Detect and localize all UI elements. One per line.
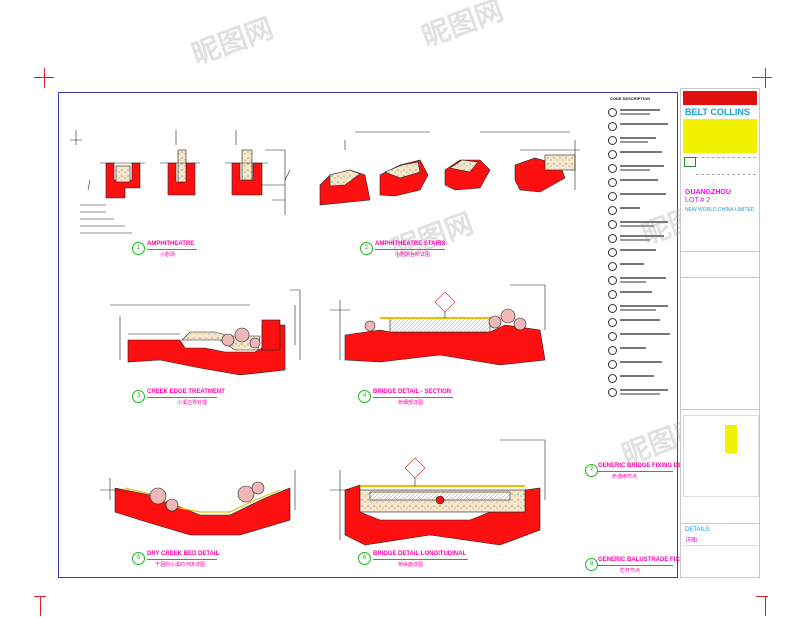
legend-row xyxy=(608,204,678,218)
detail-number: 1 xyxy=(132,242,145,255)
detail-number: 3 xyxy=(132,390,145,403)
detail-title-underline xyxy=(147,559,217,560)
detail-title: AMPHITHEATRE xyxy=(147,241,195,247)
revision-table xyxy=(683,415,759,497)
legend-row xyxy=(608,288,678,302)
firm-info-lines xyxy=(696,157,756,175)
detail-creek-edge xyxy=(110,289,301,376)
detail-title-underline xyxy=(598,471,673,472)
crop-mark-bl-v xyxy=(40,596,41,616)
detail-title-underline xyxy=(147,397,217,398)
divider xyxy=(681,523,759,524)
detail-bridge-section xyxy=(330,284,546,366)
firm-banner xyxy=(683,91,757,105)
detail-title: AMPHITHEATRE STAIRS xyxy=(375,241,446,247)
legend-row xyxy=(608,358,678,372)
sheet-info-table xyxy=(683,545,757,576)
detail-amphitheatre-stairs xyxy=(319,131,580,206)
detail-title: GENERIC BALUSTRADE FIXING DETAIL xyxy=(598,557,713,563)
legend-row xyxy=(608,372,678,386)
detail-number: 2 xyxy=(360,242,373,255)
legend-row xyxy=(608,274,678,288)
sheet-title-cn: 详图 xyxy=(685,538,698,544)
client-name: NEW WORLD CHINA LIMITED xyxy=(685,207,755,213)
detail-subtitle: 桥纵面详图 xyxy=(398,562,424,568)
sheet-title: DETAILS xyxy=(685,527,710,533)
detail-subtitle: 小剧场台阶详图 xyxy=(395,252,431,258)
detail-dry-creek-bed xyxy=(100,470,296,536)
detail-amphitheatre xyxy=(70,130,291,234)
detail-title: DRY CREEK BED DETAIL xyxy=(147,551,220,557)
crop-mark-tr-h xyxy=(752,77,772,78)
detail-number: 8 xyxy=(585,558,598,571)
crop-mark-tl-v xyxy=(44,68,45,88)
legend-row xyxy=(608,246,678,260)
detail-bridge-longitudinal xyxy=(330,439,546,546)
crop-mark-br-v xyxy=(765,596,766,616)
detail-subtitle: 栏杆节点 xyxy=(620,568,641,574)
legend-row xyxy=(608,302,678,316)
title-block: BELT COLLINS GUANGZHOU LOT # 2 NEW WORLD… xyxy=(680,88,760,578)
divider xyxy=(681,409,759,410)
legend-title: CODE DESCRIPTION xyxy=(610,96,651,101)
revision-highlight xyxy=(725,425,737,453)
legend-row xyxy=(608,330,678,344)
legend-row xyxy=(608,162,678,176)
detail-subtitle: 桥通用节点 xyxy=(612,474,638,480)
legend-row xyxy=(608,176,678,190)
firm-name: BELT COLLINS xyxy=(685,107,750,117)
detail-title: BRIDGE DETAIL - SECTION xyxy=(373,389,452,395)
crop-mark-br-h xyxy=(756,596,768,597)
legend-row xyxy=(608,134,678,148)
detail-number: 6 xyxy=(358,552,371,565)
detail-title: CREEK EDGE TREATMENT xyxy=(147,389,225,395)
detail-subtitle: 小剧场 xyxy=(160,252,176,258)
legend-row xyxy=(608,218,678,232)
legend-row xyxy=(608,120,678,134)
legend-row xyxy=(608,260,678,274)
drawing-frame xyxy=(58,92,678,578)
project-lot: LOT # 2 xyxy=(685,197,711,204)
detail-number: 7 xyxy=(585,464,598,477)
firm-address-block xyxy=(683,119,757,153)
divider xyxy=(681,251,759,252)
detail-title: GENERIC BRIDGE FIXING DETAIL xyxy=(598,463,695,469)
detail-subtitle: 桥细部详图 xyxy=(398,400,424,406)
detail-title-underline xyxy=(373,397,453,398)
legend-row xyxy=(608,344,678,358)
detail-title-underline xyxy=(598,565,673,566)
detail-subtitle: 干涸的小溪的河床详图 xyxy=(155,562,206,568)
divider xyxy=(681,277,759,278)
detail-title: BRIDGE DETAIL LONGITUDINAL xyxy=(373,551,467,557)
legend-row xyxy=(608,148,678,162)
legend: CODE DESCRIPTION xyxy=(608,96,676,406)
detail-number: 5 xyxy=(132,552,145,565)
legend-row xyxy=(608,386,678,400)
detail-title-underline xyxy=(375,249,445,250)
detail-title-underline xyxy=(147,249,197,250)
detail-number: 4 xyxy=(358,390,371,403)
legend-row xyxy=(608,106,678,120)
crop-mark-tr-v xyxy=(765,68,766,88)
detail-subtitle: 小溪边界处理 xyxy=(177,400,208,406)
legend-row xyxy=(608,232,678,246)
legend-row xyxy=(608,316,678,330)
project-name: GUANGZHOU xyxy=(685,189,731,196)
detail-title-underline xyxy=(373,559,468,560)
legend-row xyxy=(608,190,678,204)
firm-logo-mark xyxy=(684,157,696,167)
